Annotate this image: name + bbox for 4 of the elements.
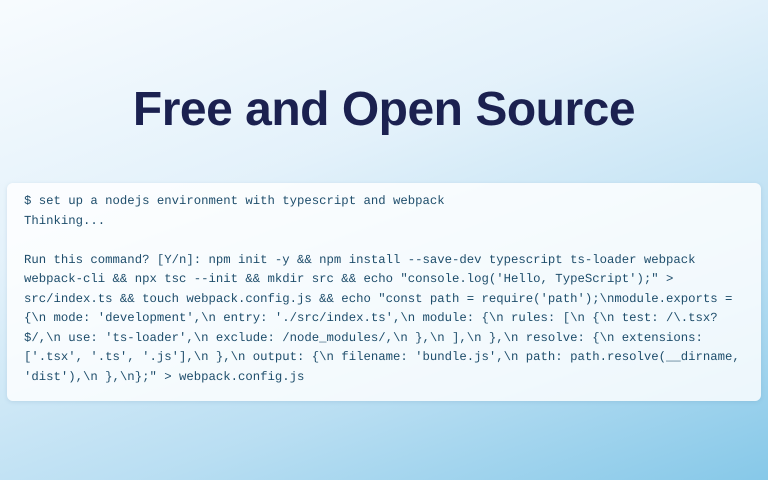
terminal-text: Thinking... <box>24 212 106 230</box>
terminal-text: Run this command? [Y/n]: npm init -y && npm install --save-dev typescript ts-loader webpack webpack-cli && npx tsc --init && mkdir src && echo "console.log('Hello, TypeScript');" > src/index.ts && touch webpack.config.js && echo "const path = require('path');\nmodule.exports = {\n mode: 'development',\n entry: './src/index.ts',\n module: {\n rules: [\n {\n test: /\.tsx?$/,\n use: 'ts-loader',\n exclude: /node_modules/,\n },\n ],\n },\n resolve: {\n extensions: ['.tsx', '.ts', '.js'],\n },\n output: {\n filename: 'bundle.js',\n path: path.resolve(__dirname, 'dist'),\n },\n};" > webpack.config.js <box>24 252 741 386</box>
terminal-text: $ set up a nodejs environment with typescript and webpack <box>24 193 446 210</box>
page-title: Free and Open Source <box>132 82 636 137</box>
